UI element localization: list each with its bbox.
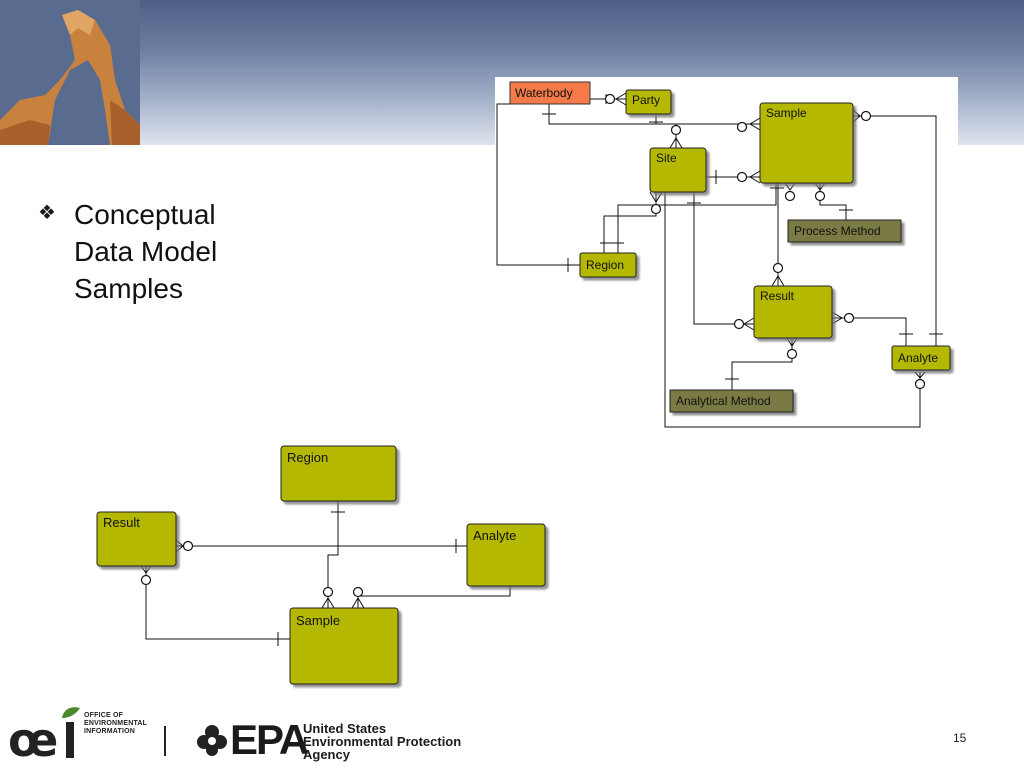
top-diagram-crowfeet <box>615 92 926 379</box>
entity-region: Region <box>579 252 637 278</box>
bullet-item: ❖ Conceptual Data Model Samples <box>38 196 217 307</box>
svg-text:Waterbody: Waterbody <box>515 86 573 100</box>
footer-logo-area: œ <box>8 707 227 767</box>
bullet-text: Conceptual Data Model Samples <box>74 196 217 307</box>
entity-party: Party <box>625 89 672 115</box>
svg-text:œ: œ <box>8 713 58 767</box>
page-number: 15 <box>953 731 967 745</box>
svg-text:Region: Region <box>287 450 328 465</box>
top-diagram-markers <box>604 93 926 390</box>
top-er-diagram: Waterbody Party Sample Site Process Meth… <box>495 77 958 437</box>
svg-text:Analytical Method: Analytical Method <box>676 394 771 408</box>
svg-text:Result: Result <box>103 515 140 530</box>
entity-region-bottom: Region <box>280 445 397 502</box>
entity-process-method: Process Method <box>787 219 902 243</box>
svg-text:Region: Region <box>586 258 624 272</box>
svg-text:Analyte: Analyte <box>898 351 938 365</box>
entity-waterbody: Waterbody <box>509 81 591 105</box>
entity-analytical-method: Analytical Method <box>669 389 794 413</box>
entity-sample-bottom: Sample <box>289 607 399 685</box>
entity-sample: Sample <box>759 102 854 184</box>
arch-photo-image <box>0 0 140 145</box>
svg-text:Process Method: Process Method <box>794 224 881 238</box>
er-diagrams: Waterbody Party Sample Site Process Meth… <box>96 77 958 685</box>
footer-divider <box>164 726 166 756</box>
top-diagram-background <box>495 77 958 437</box>
svg-text:Analyte: Analyte <box>473 528 516 543</box>
svg-text:Result: Result <box>760 289 795 303</box>
entity-result: Result <box>753 285 833 339</box>
entity-analyte: Analyte <box>891 345 951 371</box>
bullet-line-1: Conceptual <box>74 199 216 230</box>
diamond-bullet-icon: ❖ <box>38 202 56 224</box>
bullet-line-2: Data Model <box>74 236 218 267</box>
oei-text: OFFICE OF ENVIRONMENTAL INFORMATION <box>84 712 148 735</box>
epa-agency-name: United States Environmental Protection A… <box>303 721 462 762</box>
epa-flower-icon <box>197 725 227 756</box>
bottom-diagram-connectors <box>145 501 511 646</box>
svg-text:Site: Site <box>656 151 677 165</box>
epa-wordmark: EPA <box>230 716 309 763</box>
entity-result-bottom: Result <box>96 511 177 567</box>
entity-analyte-bottom: Analyte <box>466 523 546 587</box>
bottom-diagram-markers <box>140 540 364 598</box>
svg-text:Party: Party <box>632 93 660 107</box>
oei-logo-icon: œ <box>8 707 80 767</box>
bottom-er-diagram: Region Result Analyte Sample <box>96 445 546 685</box>
entity-site: Site <box>649 147 707 193</box>
bottom-diagram-crowfeet <box>140 539 365 609</box>
svg-text:Sample: Sample <box>766 106 807 120</box>
bullet-line-3: Samples <box>74 273 183 304</box>
svg-text:Sample: Sample <box>296 613 340 628</box>
